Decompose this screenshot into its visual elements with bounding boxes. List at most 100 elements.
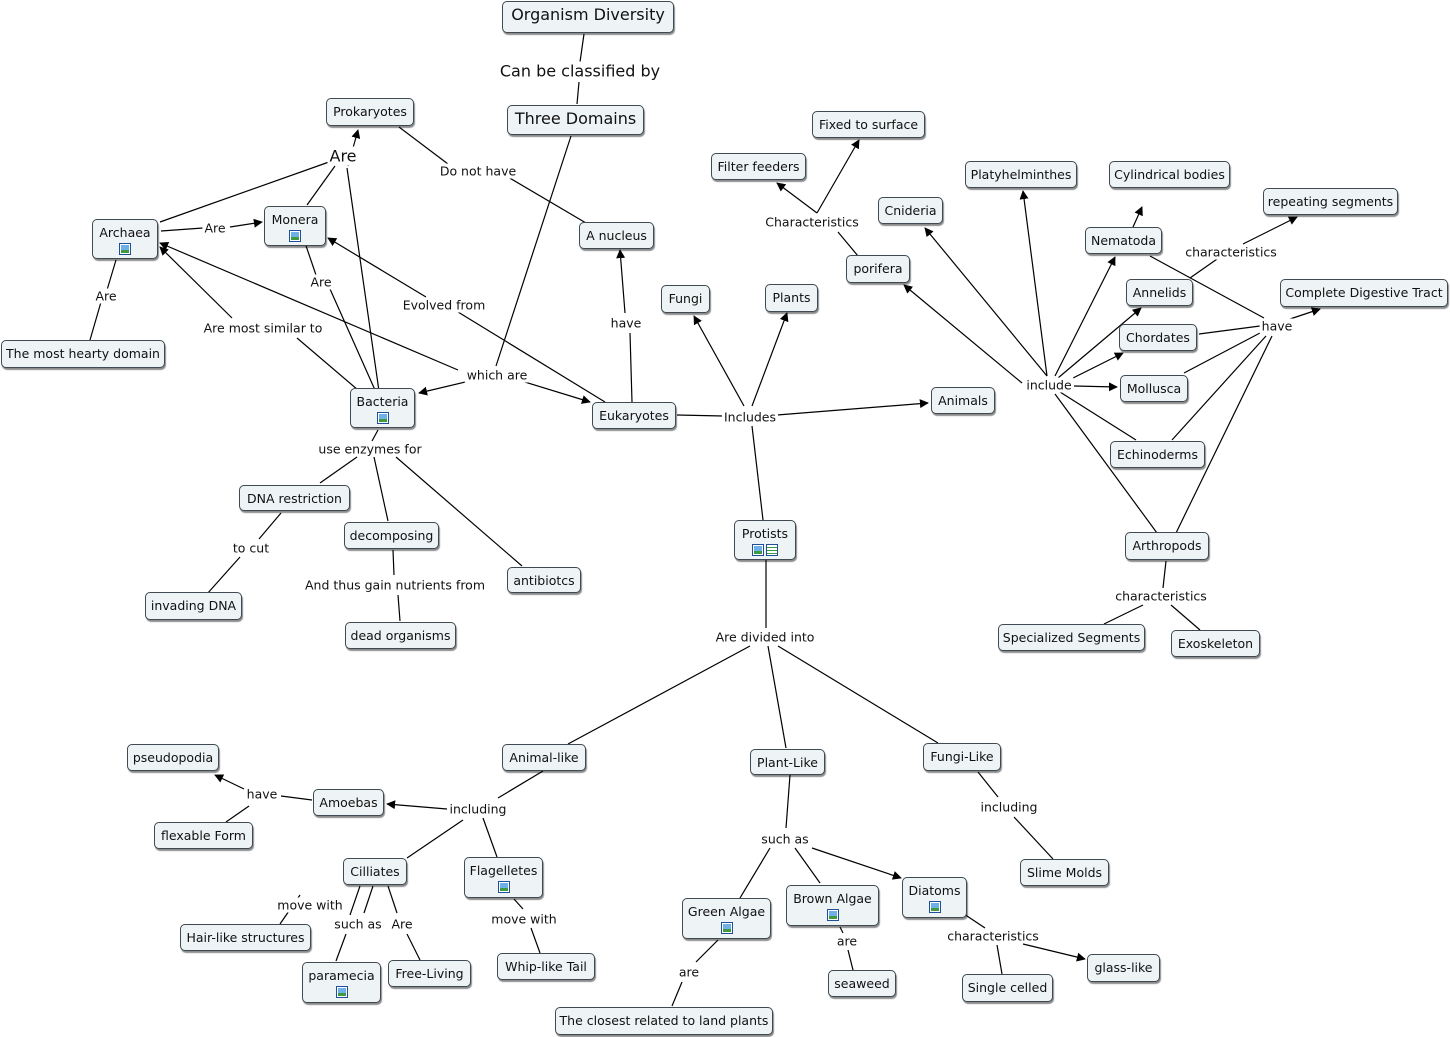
image-icon[interactable]	[289, 229, 301, 242]
connector-arrow	[1022, 943, 1086, 962]
connector-line	[306, 165, 336, 206]
concept-dna-restriction[interactable]: DNA restriction	[239, 485, 350, 511]
concept-organism-diversity[interactable]: Organism Diversity	[502, 1, 674, 33]
concept-animal-like[interactable]: Animal-like	[502, 744, 586, 771]
connector-line	[160, 227, 204, 232]
concept-repeating-segments[interactable]: repeating segments	[1263, 188, 1398, 215]
concept-filter-feeders[interactable]: Filter feeders	[711, 153, 806, 180]
link-including-fungi: including	[978, 799, 1040, 815]
connector-arrow	[1019, 190, 1048, 377]
concept-pseudopodia[interactable]: pseudopodia	[127, 744, 219, 771]
connector-arrow	[514, 378, 591, 404]
concept-prokaryotes[interactable]: Prokaryotes	[326, 98, 414, 126]
connector-line	[1149, 255, 1265, 319]
concept-seaweed[interactable]: seaweed	[828, 970, 896, 997]
concept-monera[interactable]: Monera	[264, 206, 326, 246]
link-are-cilliates: Are	[389, 916, 415, 932]
concept-glass-like[interactable]: glass-like	[1087, 954, 1160, 982]
image-icon[interactable]	[497, 880, 510, 893]
connector-line	[1171, 335, 1267, 441]
concept-free-living[interactable]: Free-Living	[388, 960, 471, 987]
concept-dead-organisms[interactable]: dead organisms	[345, 622, 456, 649]
concept-fixed-to-surface[interactable]: Fixed to surface	[812, 111, 925, 138]
concept-amoebas[interactable]: Amoebas	[313, 789, 384, 816]
connector-line	[507, 176, 587, 224]
concept-fungi-like[interactable]: Fungi-Like	[923, 743, 1001, 771]
concept-nematoda[interactable]: Nematoda	[1085, 227, 1162, 254]
concept-complete-digestive-tract[interactable]: Complete Digestive Tract	[1280, 279, 1448, 307]
connector-line	[225, 805, 250, 823]
connector-arrow	[159, 242, 459, 371]
concept-porifera[interactable]: porifera	[846, 255, 910, 283]
link-include: include	[1024, 377, 1074, 393]
connector-line	[392, 549, 395, 576]
concept-fungi[interactable]: Fungi	[661, 285, 710, 313]
connector-line	[1170, 604, 1201, 631]
concept-plants[interactable]: Plants	[765, 284, 818, 312]
concept-diatoms[interactable]: Diatoms	[902, 877, 967, 918]
concept-decomposing[interactable]: decomposing	[344, 522, 439, 549]
image-icon[interactable]	[928, 900, 941, 913]
concept-eukaryotes[interactable]: Eukaryotes	[592, 402, 676, 429]
link-are-top: Are	[327, 146, 359, 166]
connector-line	[206, 556, 241, 595]
connector-line	[785, 774, 791, 829]
concept-animals[interactable]: Animals	[931, 387, 995, 414]
concept-platyhelminthes[interactable]: Platyhelminthes	[965, 161, 1077, 188]
connector-line	[497, 770, 544, 799]
image-icon[interactable]	[335, 985, 348, 998]
link-are-divided-into: Are divided into	[713, 629, 817, 645]
connector-line	[671, 981, 683, 1007]
concept-archaea[interactable]: Archaea	[92, 219, 158, 259]
concept-paramecia[interactable]: paramecia	[302, 962, 381, 1003]
concept-antibiotics[interactable]: antibiotcs	[507, 567, 581, 593]
concept-specialized-segments[interactable]: Specialized Segments	[998, 624, 1145, 651]
image-icon[interactable]	[752, 543, 764, 556]
concept-chordates[interactable]: Chordates	[1119, 324, 1197, 351]
connector-arrow	[1289, 307, 1321, 320]
connector-line	[1013, 816, 1054, 860]
connector-line	[847, 949, 854, 971]
concept-cylindrical-bodies[interactable]: Cylindrical bodies	[1109, 161, 1230, 188]
concept-hair-like-structures[interactable]: Hair-like structures	[180, 924, 311, 951]
concept-bacteria[interactable]: Bacteria	[350, 388, 415, 428]
concept-cilliates[interactable]: Cilliates	[343, 858, 407, 885]
connector-arrow	[1073, 382, 1118, 392]
connector-arrow	[776, 182, 818, 214]
concept-brown-algae[interactable]: Brown Algae	[786, 885, 879, 926]
image-icon[interactable]	[376, 411, 389, 424]
document-icon[interactable]	[766, 543, 778, 556]
concept-flexable-form[interactable]: flexable Form	[154, 822, 253, 849]
concept-green-algae[interactable]: Green Algae	[682, 898, 771, 939]
concept-most-hearty-domain[interactable]: The most hearty domain	[1, 340, 165, 368]
connector-line	[579, 33, 585, 63]
concept-a-nucleus[interactable]: A nucleus	[579, 222, 654, 249]
connector-arrow	[214, 774, 245, 790]
link-such-as-plant: such as	[759, 831, 811, 847]
image-icon[interactable]	[119, 242, 131, 255]
concept-cnideria[interactable]: Cnideria	[878, 197, 943, 224]
connector-line	[106, 259, 117, 291]
concept-whip-like-tail[interactable]: Whip-like Tail	[497, 953, 595, 980]
connector-line	[482, 817, 498, 858]
concept-invading-dna[interactable]: invading DNA	[145, 592, 242, 620]
concept-flagelletes[interactable]: Flagelletes	[464, 857, 543, 898]
concept-slime-molds[interactable]: Slime Molds	[1020, 859, 1109, 886]
concept-echinoderms[interactable]: Echinoderms	[1110, 441, 1205, 468]
connector-line	[159, 161, 330, 223]
image-icon[interactable]	[826, 908, 839, 921]
image-icon[interactable]	[720, 921, 733, 934]
concept-annelids[interactable]: Annelids	[1126, 279, 1193, 306]
concept-closest-land-plants[interactable]: The closest related to land plants	[555, 1007, 773, 1035]
link-use-enzymes-for: use enzymes for	[316, 441, 424, 457]
concept-three-domains[interactable]: Three Domains	[507, 105, 644, 135]
connector-line	[1059, 391, 1137, 441]
concept-single-celled[interactable]: Single celled	[962, 974, 1053, 1002]
concept-arthropods[interactable]: Arthropods	[1125, 532, 1209, 560]
concept-mollusca[interactable]: Mollusca	[1120, 375, 1188, 402]
concept-protists[interactable]: Protists	[734, 520, 796, 560]
link-including-animal: including	[447, 801, 509, 817]
concept-exoskeleton[interactable]: Exoskeleton	[1171, 630, 1260, 657]
concept-plant-like[interactable]: Plant-Like	[750, 749, 825, 775]
